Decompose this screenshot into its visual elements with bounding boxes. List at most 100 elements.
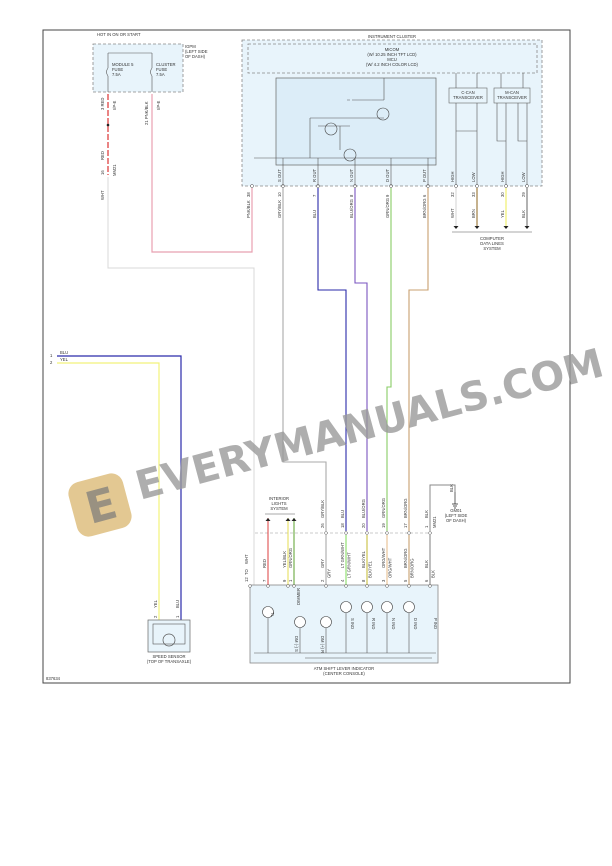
arrow-up-icon: [285, 518, 291, 521]
cluster-pin-terminal: [475, 184, 479, 188]
speed-sensor-wire-label: YEL: [153, 599, 158, 608]
wire-ground-blk: [429, 484, 456, 531]
mid-wire-label-down: BLK: [424, 560, 429, 568]
cluster-wire-label: BRN/ORG: [422, 198, 427, 218]
mid-connector-pin: 1: [424, 525, 429, 528]
cluster-pin-signal: HIGH: [500, 172, 505, 182]
lamp-icon: [403, 601, 415, 613]
speed-sensor-box: [147, 619, 191, 653]
indicator-pin-number: 4: [340, 579, 345, 582]
indicator-wire-label: BRN/ORG: [410, 558, 415, 578]
lamp-label: TL: [270, 612, 275, 618]
signal-wire: [386, 188, 392, 531]
mid-wire-label-down: GRY: [320, 559, 325, 568]
signal-wire: [317, 188, 347, 531]
gear-icon: [162, 633, 176, 647]
indicator-wire-label: GRY: [327, 569, 332, 578]
dimmer-label: DIMMER: [296, 588, 301, 605]
arrow-up-icon: [265, 518, 271, 521]
cluster-pin-signal: N OUT: [349, 169, 354, 182]
indicator-pin-terminal: [344, 584, 348, 588]
indicator-wire-label: WHT: [244, 554, 249, 564]
mid-wire-label-up: GRN/ORG: [381, 498, 386, 518]
indicator-pin-terminal: [385, 584, 389, 588]
cluster-pin-number: 38: [246, 192, 251, 197]
cluster-pin-signal: P OUT: [422, 169, 427, 182]
speed-pin-1: 1: [50, 353, 53, 358]
fuse-icon: [106, 67, 153, 77]
lamp-icon: [320, 616, 332, 628]
transistor-icon: [324, 122, 338, 136]
lamp-label: R IND: [371, 618, 376, 629]
cluster-pin-terminal: [504, 184, 508, 188]
wire-wht: [107, 177, 255, 585]
ground-icon: [452, 492, 458, 509]
lamp-icon: [381, 601, 393, 613]
mid-wire-label-up: BRN/ORG: [403, 498, 408, 518]
indicator-pin-terminal: [324, 584, 328, 588]
indicator-wire-label: BLK: [431, 570, 436, 578]
arrow-down-icon: [453, 226, 459, 229]
shift-lever-indicator-box: [249, 584, 439, 664]
mid-wire-label-down: BLK/YEL: [361, 550, 366, 568]
indicator-wire-label: RED: [262, 559, 267, 568]
indicator-pin-number: 9: [282, 579, 287, 582]
mid-wire-label-up: BLK: [424, 510, 429, 518]
indicator-wire-label: BLK/YEL: [368, 560, 373, 578]
indicator-pin-terminal: [407, 584, 411, 588]
lamp-icon: [262, 606, 274, 618]
igpm-wire-red-label: 3 RED: [100, 98, 105, 110]
indicator-pin-terminal: [292, 584, 296, 588]
cluster-pin-number: 8: [349, 194, 354, 197]
cluster-pin-signal: HIGH: [450, 172, 455, 182]
mid-wire-label-down: LT GRN/WHT: [340, 542, 345, 568]
mid-connector-pin: 26: [320, 523, 325, 528]
mid-wire-label-up: BLU/ORG: [361, 499, 366, 518]
igpm-conn-2: I/P-E: [156, 100, 161, 110]
lamp-label: S IND: [350, 618, 355, 629]
m-can-box: [493, 87, 531, 104]
lamp-label: DM (-) S: [294, 636, 299, 652]
mid-connector-terminal: [428, 531, 432, 535]
power-label: HOT IN ON OR START: [97, 32, 141, 37]
wire-pnk-blk: [151, 94, 253, 253]
driver-circuit-lines: [254, 78, 436, 159]
wire-yel: [57, 362, 160, 620]
junction-pin: 16: [100, 170, 105, 175]
cluster-pin-signal: D OUT: [385, 169, 390, 182]
indicator-pin-number: 7: [262, 579, 267, 582]
cluster-pin-signal: R OUT: [312, 169, 317, 182]
mid-wire-label-up: BLU: [340, 510, 345, 518]
cluster-pin-number: 30: [500, 192, 505, 197]
cluster-wire-label: PNK/BLK: [246, 200, 251, 218]
lamp-label: DM (+) R: [320, 636, 325, 653]
lamp-icon: [340, 601, 352, 613]
mid-connector-pin: 20: [361, 523, 366, 528]
signal-wire: [282, 188, 327, 531]
cluster-wire-label: BLK: [521, 210, 526, 218]
cluster-pin-terminal: [454, 184, 458, 188]
arrow-up-icon: [291, 518, 297, 521]
indicator-pin-terminal: [286, 584, 290, 588]
can-lines: [455, 73, 528, 186]
c-can-box: [448, 87, 488, 104]
wire-blu: [57, 355, 182, 620]
cluster-pin-signal: S OUT: [277, 169, 282, 182]
cluster-wire-label: YEL: [500, 209, 505, 218]
mid-connector-pin: 17: [403, 523, 408, 528]
ground-wire-label: BLK: [449, 484, 454, 492]
signal-wire: [408, 188, 429, 531]
mid-connector-terminal: [385, 531, 389, 535]
mid-wire-label-up: GRY/BLK: [320, 500, 325, 518]
lamp-label: N IND: [391, 618, 396, 629]
indicator-pin-terminal: [266, 584, 270, 588]
cluster-pin-signal: LOW: [471, 172, 476, 182]
cluster-pin-signal: LOW: [521, 172, 526, 182]
